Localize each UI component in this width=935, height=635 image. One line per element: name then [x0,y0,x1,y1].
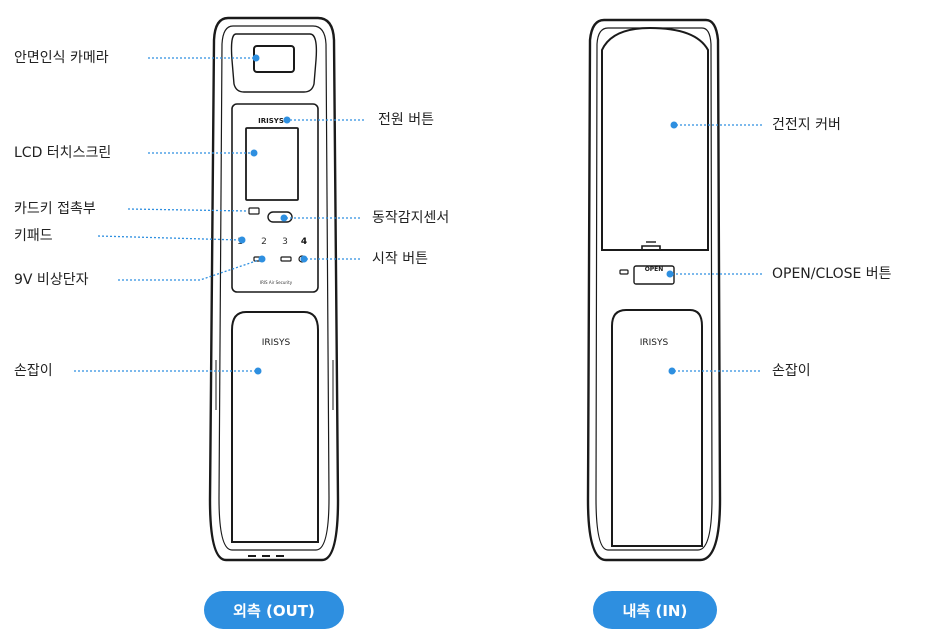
outer-handle [231,311,319,543]
key-2: 2 [261,237,267,247]
inner-body-outline [586,18,722,562]
outer-body-outline [208,16,340,562]
outer-device [208,16,340,562]
lcd-screen [245,127,299,201]
badge-inside: 내측 (IN) [593,591,717,629]
cover-latch [641,245,661,251]
label-motion-sensor: 동작감지센서 [372,210,450,226]
label-lcd-touchscreen: LCD 터치스크린 [14,145,112,161]
label-power-button: 전원 버튼 [378,112,434,128]
inner-open-text: OPEN [645,266,664,273]
inner-left-slot [619,269,629,275]
label-inner-handle: 손잡이 [772,363,811,379]
inner-device [586,18,722,562]
screen-panel [231,103,319,293]
card-key-area [248,207,260,215]
inner-handle [611,309,703,547]
label-card-key: 카드키 접촉부 [14,201,96,217]
badge-outside: 외측 (OUT) [204,591,344,629]
outer-brand-handle: IRISYS [262,338,291,348]
face-camera [253,45,295,73]
battery-cover [601,26,709,251]
key-3: 3 [282,237,288,247]
camera-housing [230,33,318,93]
label-outer-handle: 손잡이 [14,363,53,379]
leader-lines [74,57,762,372]
label-face-camera: 안면인식 카메라 [14,50,109,66]
outer-brand-top: IRISYS [258,117,284,125]
start-button-dash [280,256,292,262]
outer-footer-print: IRIS Air Security [260,280,293,285]
label-start-button: 시작 버튼 [372,251,428,267]
outer-body-inner-outline [218,25,330,551]
inner-brand-handle: IRISYS [640,338,669,348]
label-battery-cover: 건전지 커버 [772,117,841,133]
label-keypad: 키패드 [14,228,53,244]
motion-sensor [267,211,293,223]
label-9v-terminal: 9V 비상단자 [14,272,89,288]
key-4: 4 [301,237,307,247]
leader-dots [238,54,678,375]
open-close-button [633,265,675,285]
inner-body-inner-outline [595,27,713,551]
label-open-close-button: OPEN/CLOSE 버튼 [772,266,892,282]
